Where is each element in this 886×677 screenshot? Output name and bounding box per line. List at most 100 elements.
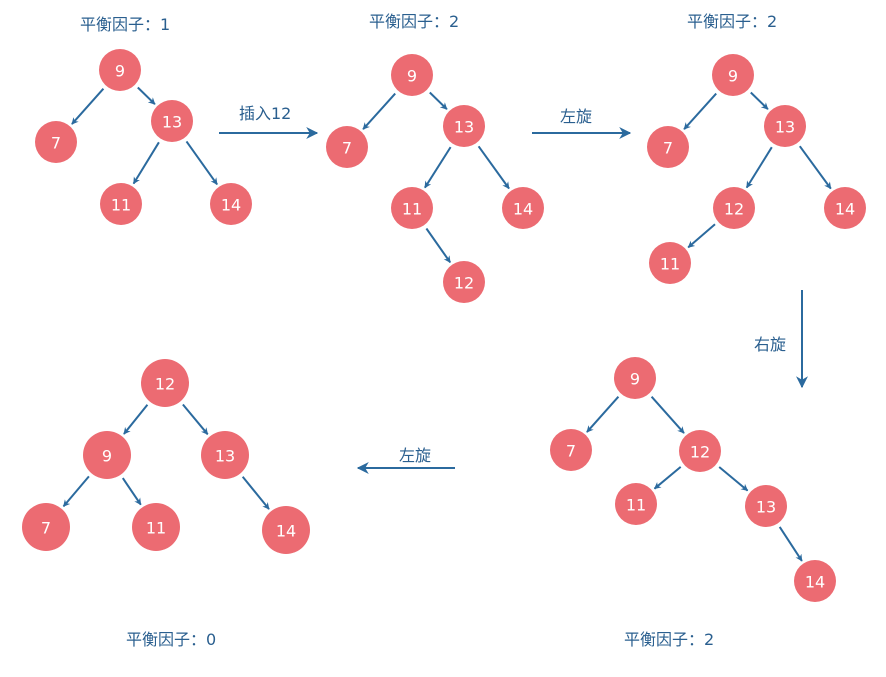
tree-stage-4 [586, 396, 803, 562]
edge-9-to-13 [750, 91, 769, 110]
node-value: 13 [756, 498, 776, 517]
node-circle [745, 485, 787, 527]
tree-node-11: 11 [649, 242, 691, 284]
edge-9-to-7 [586, 396, 620, 433]
tree-node-13: 13 [201, 431, 249, 479]
tree-stage-1 [71, 86, 218, 185]
node-value: 7 [663, 139, 673, 158]
node-value: 11 [111, 196, 131, 215]
tree-node-14: 14 [262, 506, 310, 554]
op-label-right-rotate: 右旋 [754, 335, 787, 354]
tree-node-9: 9 [614, 357, 656, 399]
tree-node-14: 14 [210, 183, 252, 225]
edge-13-to-12 [745, 146, 773, 189]
tree-stage-3 [683, 91, 832, 249]
node-circle [443, 261, 485, 303]
edge-9-to-7 [683, 92, 717, 130]
op-label-insert: 插入12 [239, 104, 292, 123]
node-circle [794, 560, 836, 602]
node-value: 12 [724, 200, 744, 219]
node-value: 13 [454, 118, 474, 137]
node-value: 14 [513, 200, 533, 219]
edge-13-to-11 [424, 146, 452, 189]
tree-node-14: 14 [502, 187, 544, 229]
node-circle [326, 126, 368, 168]
node-value: 7 [51, 134, 61, 153]
node-value: 14 [276, 522, 296, 541]
node-circle [712, 54, 754, 96]
node-value: 13 [775, 118, 795, 137]
edge-13-to-14 [778, 526, 803, 562]
tree-stage-2 [362, 91, 510, 263]
node-circle [391, 187, 433, 229]
node-circle [647, 126, 689, 168]
stage-4-balance-label: 平衡因子：2 [624, 630, 715, 649]
node-circle [764, 105, 806, 147]
edge-9-to-13 [137, 86, 156, 105]
stage-1-balance-label: 平衡因子：1 [80, 15, 171, 34]
node-circle [502, 187, 544, 229]
tree-node-12: 12 [713, 187, 755, 229]
op-label-left-rotate-1: 左旋 [560, 107, 593, 126]
tree-node-9: 9 [391, 54, 433, 96]
node-circle [35, 121, 77, 163]
tree-node-12: 12 [443, 261, 485, 303]
node-value: 13 [215, 447, 235, 466]
tree-node-13: 13 [443, 105, 485, 147]
tree-node-12: 12 [679, 430, 721, 472]
edge-13-to-14 [185, 140, 218, 185]
node-value: 7 [566, 442, 576, 461]
node-circle [679, 430, 721, 472]
stage-2-balance-label: 平衡因子：2 [369, 12, 460, 31]
tree-node-11: 11 [132, 503, 180, 551]
node-value: 14 [221, 196, 241, 215]
node-circle [141, 359, 189, 407]
tree-node-7: 7 [550, 429, 592, 471]
op-label-left-rotate-2: 左旋 [399, 446, 432, 465]
tree-node-14: 14 [824, 187, 866, 229]
tree-node-11: 11 [100, 183, 142, 225]
node-value: 14 [835, 200, 855, 219]
node-value: 12 [155, 375, 175, 394]
edge-9-to-11 [121, 477, 142, 506]
edge-13-to-14 [477, 145, 510, 190]
node-value: 9 [407, 67, 417, 86]
edge-13-to-11 [132, 141, 160, 185]
edge-13-to-14 [241, 476, 270, 510]
edge-12-to-9 [123, 404, 149, 435]
node-value: 7 [342, 139, 352, 158]
node-circle [615, 483, 657, 525]
tree-node-9: 9 [712, 54, 754, 96]
node-circle [83, 431, 131, 479]
tree-node-13: 13 [764, 105, 806, 147]
node-circle [391, 54, 433, 96]
tree-node-11: 11 [615, 483, 657, 525]
edge-12-to-13 [182, 403, 209, 435]
edge-9-to-7 [362, 92, 396, 130]
edge-12-to-11 [653, 466, 682, 490]
node-value: 11 [626, 496, 646, 515]
node-circle [649, 242, 691, 284]
node-circle [443, 105, 485, 147]
tree-node-11: 11 [391, 187, 433, 229]
edge-9-to-13 [429, 91, 448, 110]
node-value: 13 [162, 113, 182, 132]
stage-5-balance-label: 平衡因子：0 [126, 630, 217, 649]
node-circle [262, 506, 310, 554]
node-circle [713, 187, 755, 229]
node-circle [151, 100, 193, 142]
tree-node-13: 13 [745, 485, 787, 527]
node-circle [201, 431, 249, 479]
node-value: 12 [454, 274, 474, 293]
node-value: 9 [728, 67, 738, 86]
edge-12-to-11 [687, 223, 716, 249]
edge-9-to-7 [71, 88, 105, 125]
node-value: 9 [102, 447, 112, 466]
node-value: 12 [690, 443, 710, 462]
node-circle [100, 183, 142, 225]
tree-node-14: 14 [794, 560, 836, 602]
tree-node-9: 9 [99, 49, 141, 91]
edge-13-to-14 [798, 145, 832, 190]
tree-node-7: 7 [35, 121, 77, 163]
